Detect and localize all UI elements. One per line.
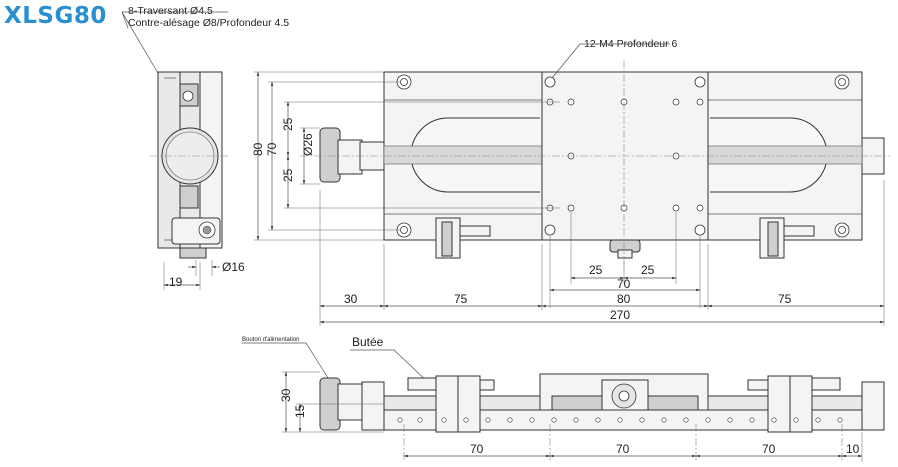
front-dim-15: 15 bbox=[293, 404, 307, 418]
top-dim-80: 80 bbox=[251, 142, 265, 156]
top-dim-270: 270 bbox=[610, 308, 630, 322]
side-view: 19 Ø16 bbox=[150, 71, 245, 290]
side-dim-16: Ø16 bbox=[222, 260, 245, 274]
top-dim-70-holes: 70 bbox=[617, 277, 631, 291]
top-dim-75-left: 75 bbox=[454, 292, 468, 306]
top-dim-30: 30 bbox=[344, 292, 358, 306]
front-dim-70-right: 70 bbox=[762, 442, 776, 456]
front-dim-70-mid: 70 bbox=[616, 442, 630, 456]
hole-note: 8-Traversant Ø4.5 Contre-alésage Ø8/Prof… bbox=[121, 5, 289, 81]
front-dim-70-left: 70 bbox=[470, 442, 484, 456]
hole-note-line2: Contre-alésage Ø8/Profondeur 4.5 bbox=[128, 17, 289, 29]
top-dim-26: Ø26 bbox=[301, 133, 315, 156]
top-view: 12-M4 Profondeur 6 80 70 25 25 Ø26 25 25… bbox=[251, 38, 890, 326]
hole-note-line1: 8-Traversant Ø4.5 bbox=[128, 5, 213, 17]
top-dim-75-right: 75 bbox=[778, 292, 792, 306]
top-dim-25-upper: 25 bbox=[281, 117, 295, 131]
front-dim-10: 10 bbox=[846, 442, 860, 456]
top-dim-80-table: 80 bbox=[617, 292, 631, 306]
top-dim-25-right: 25 bbox=[641, 263, 655, 277]
feed-knob-label: Bouton d'alimentation bbox=[242, 337, 300, 343]
side-dim-19: 19 bbox=[169, 275, 183, 289]
top-dim-25-left: 25 bbox=[589, 263, 603, 277]
top-dim-25-lower: 25 bbox=[281, 168, 295, 182]
top-dim-70: 70 bbox=[265, 142, 279, 156]
front-view: Bouton d'alimentation Butée bbox=[242, 335, 885, 462]
model-title: XLSG80 bbox=[4, 3, 107, 29]
front-dim-30: 30 bbox=[279, 388, 293, 402]
stopper-label: Butée bbox=[352, 335, 384, 349]
